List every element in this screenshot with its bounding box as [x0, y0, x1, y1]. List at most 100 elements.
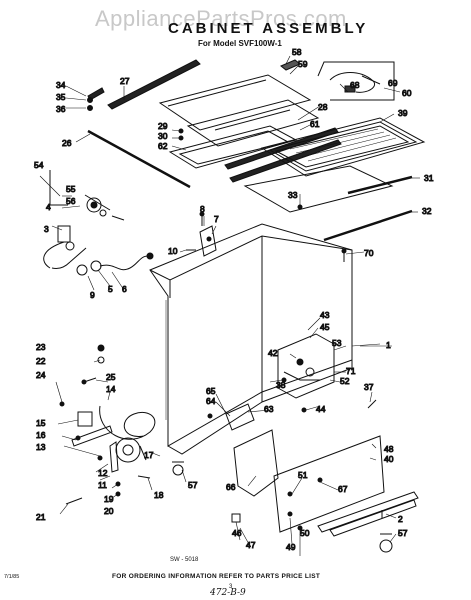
part-23-22-fittings — [97, 344, 105, 364]
callout-5: 5 — [108, 284, 113, 294]
callout-18: 18 — [154, 490, 164, 500]
callout-19: 19 — [104, 494, 114, 504]
part-16-13-plate — [71, 425, 113, 461]
callout-8: 8 — [200, 204, 205, 214]
callout-40: 40 — [384, 454, 394, 464]
callout-69: 69 — [388, 78, 398, 88]
callout-7: 7 — [214, 214, 219, 224]
callout-50: 50 — [300, 528, 310, 538]
part-40-rail — [317, 491, 419, 537]
callout-9: 9 — [90, 290, 95, 300]
part-7-hinge-bracket — [199, 225, 217, 257]
callout-2: 2 — [398, 514, 403, 524]
callout-47: 47 — [246, 540, 256, 550]
callout-39: 39 — [398, 108, 408, 118]
callout-46: 46 — [232, 528, 242, 538]
callout-63: 63 — [264, 404, 274, 414]
callout-62: 62 — [158, 141, 168, 151]
part-48-base-panel — [273, 435, 385, 533]
callout-24: 24 — [36, 370, 46, 380]
part-39-lid-frame — [260, 117, 426, 177]
callout-42: 42 — [268, 348, 278, 358]
callout-20: 20 — [104, 506, 114, 516]
part-3-knob — [65, 241, 75, 251]
drawing-code: SW - 5018 — [170, 557, 199, 563]
callout-4: 4 — [46, 202, 51, 212]
callout-32: 32 — [422, 206, 432, 216]
callout-3: 3 — [44, 224, 49, 234]
callout-70: 70 — [364, 248, 374, 258]
callout-61: 61 — [310, 119, 320, 129]
part-70-bolt — [341, 248, 347, 262]
callout-51: 51 — [298, 470, 308, 480]
part-66-cover — [233, 429, 279, 497]
callout-25: 25 — [106, 372, 116, 382]
part-31-rod — [347, 175, 413, 195]
callout-10: 10 — [168, 246, 178, 256]
part-15-switch — [77, 411, 93, 427]
callout-53: 53 — [332, 338, 342, 348]
watermark: AppliancePartsPros.com — [95, 6, 347, 31]
callout-43: 43 — [320, 310, 330, 320]
callout-26: 26 — [62, 138, 72, 148]
part-32-rod — [323, 209, 413, 242]
part-2-57-caster — [379, 510, 393, 553]
callout-60: 60 — [402, 88, 412, 98]
callout-numbers: 34 35 36 27 58 59 68 69 60 28 39 29 30 6… — [34, 47, 435, 553]
part-58-pad — [280, 59, 301, 71]
part-28-liner — [186, 99, 320, 147]
callout-56: 56 — [66, 196, 76, 206]
part-26-rod — [87, 129, 191, 189]
part-54-thermostat-assembly — [43, 170, 125, 269]
diagram-title: CABINET ASSEMBLY — [168, 20, 369, 37]
callout-57-right: 57 — [398, 528, 408, 538]
part-62-inner-panel — [168, 125, 298, 169]
part-24-screw — [59, 401, 65, 407]
callout-1: 1 — [386, 340, 391, 350]
callout-11: 11 — [98, 480, 107, 490]
callout-29: 29 — [158, 121, 168, 131]
callout-22: 22 — [36, 356, 46, 366]
callout-35: 35 — [56, 92, 66, 102]
part-46-47-foot — [231, 513, 241, 523]
callout-33: 33 — [288, 190, 298, 200]
page-number: 3 — [229, 584, 233, 590]
part-8-screw — [199, 211, 205, 226]
callout-45: 45 — [320, 322, 330, 332]
callout-66: 66 — [226, 482, 236, 492]
callout-54: 54 — [34, 160, 44, 170]
callout-23: 23 — [36, 342, 46, 352]
callout-28: 28 — [318, 102, 328, 112]
part-17-motor-assembly — [109, 437, 147, 473]
callout-14: 14 — [106, 384, 116, 394]
callout-13: 13 — [36, 442, 46, 452]
callout-36: 36 — [56, 104, 66, 114]
part-34-36-hinge-pins — [87, 87, 105, 111]
part-49-50-screws — [287, 511, 303, 531]
handwritten-note: 472-B-9 — [210, 588, 246, 598]
callout-16: 16 — [36, 430, 46, 440]
callout-49: 49 — [286, 542, 296, 552]
callout-38: 38 — [276, 380, 286, 390]
part-27-gasket-strip — [107, 59, 201, 110]
callout-65: 65 — [206, 386, 216, 396]
part-1-cabinet — [149, 223, 353, 455]
part-63-bracket — [207, 403, 255, 431]
callout-30: 30 — [158, 131, 168, 141]
part-61-strip — [224, 127, 342, 183]
part-21-screw — [65, 497, 83, 505]
callout-71: 71 — [346, 366, 356, 376]
corner-code: 7/1/85 — [4, 574, 20, 580]
ordering-footer: FOR ORDERING INFORMATION REFER TO PARTS … — [112, 573, 321, 580]
callout-52: 52 — [340, 376, 350, 386]
callout-48: 48 — [384, 444, 394, 454]
part-37-bolt — [367, 399, 377, 409]
part-57-caster — [172, 461, 184, 476]
callout-17: 17 — [144, 450, 154, 460]
model-subtitle: For Model SVF100W-1 — [198, 39, 282, 48]
callout-68: 68 — [350, 80, 360, 90]
callout-34: 34 — [56, 80, 66, 90]
part-18-screw — [137, 475, 151, 479]
